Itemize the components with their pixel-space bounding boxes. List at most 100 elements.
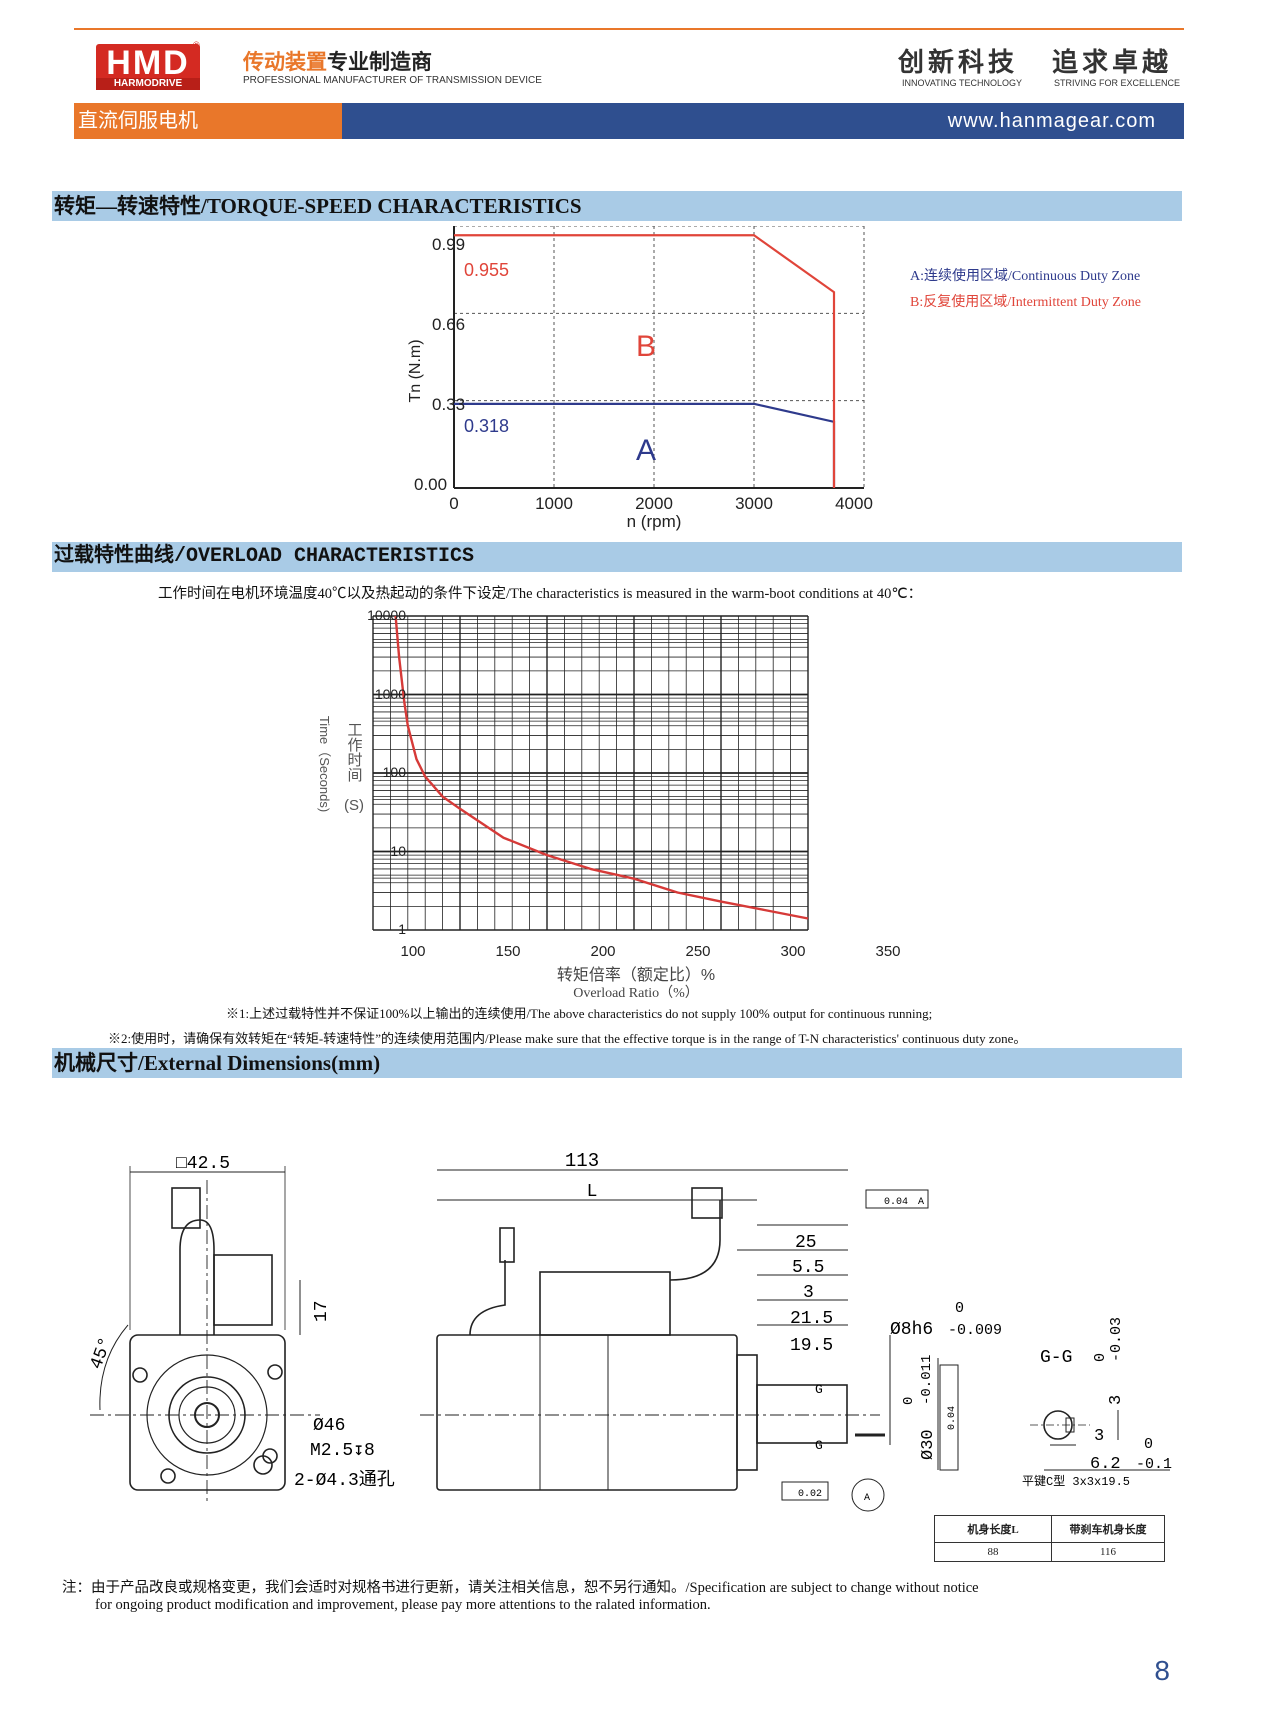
- overload-condition-note: 工作时间在电机环境温度40℃以及热起动的条件下设定/The characteri…: [158, 586, 923, 602]
- dim-19-5: 19.5: [790, 1336, 833, 1356]
- torque-speed-chart: 0.99 0.66 0.33 0.00 0 1000 2000 3000 400…: [407, 226, 1141, 531]
- zone-a-label: A: [636, 434, 656, 467]
- x-tick-label: 100: [400, 943, 425, 960]
- table-header-brake-length: 带刹车机身长度: [1051, 1515, 1165, 1543]
- zone-b-label: B: [636, 330, 656, 363]
- page-number: 8: [1154, 1655, 1170, 1686]
- y-tick-label: 0.00: [414, 475, 447, 494]
- y-tick-label: 100: [383, 764, 407, 780]
- key-width-tol-lower: -0.03: [1108, 1317, 1125, 1362]
- disclaimer-line-1: 注：由于产品改良或规格变更，我们会适时对规格书进行更新，请关注相关信息，恕不另行…: [62, 1580, 979, 1596]
- key-note: 平键C型 3x3x19.5: [1022, 1474, 1130, 1489]
- legend-intermittent: B:反复使用区域/Intermittent Duty Zone: [910, 293, 1141, 310]
- x-tick-label: 350: [875, 943, 900, 960]
- dim-shaft-tol-upper: 0: [955, 1300, 964, 1317]
- y-axis-label-en: Time（Seconds): [317, 716, 332, 812]
- y-tick-label: 0.33: [432, 395, 465, 414]
- section-mark-top: G: [815, 1382, 823, 1397]
- dim-shaft-dia: Ø8h6: [890, 1320, 933, 1340]
- zone-b-value-label: 0.955: [464, 260, 509, 280]
- datum-a-circle: A: [864, 1493, 870, 1504]
- table-value-brake-length: 116: [1051, 1542, 1165, 1562]
- runout-tolerance: 0.02: [798, 1489, 822, 1500]
- dim-5-5: 5.5: [792, 1258, 824, 1278]
- x-axis-label: n (rpm): [627, 512, 682, 531]
- website-link[interactable]: www.hanmagear.com: [947, 110, 1156, 132]
- section-header-overload: 过载特性曲线/OVERLOAD CHARACTERISTICS: [52, 542, 1182, 572]
- section-header-dimensions: 机械尺寸/External Dimensions(mm): [52, 1048, 1182, 1078]
- y-tick-label: 0.66: [432, 315, 465, 334]
- perp-tolerance: 0.04: [884, 1197, 908, 1208]
- section-title-overload: 过载特性曲线/OVERLOAD CHARACTERISTICS: [54, 545, 475, 568]
- y-tick-label: 1: [398, 921, 406, 937]
- key-width: 3: [1107, 1395, 1126, 1405]
- registered-mark: ®: [193, 40, 200, 50]
- overload-note-2: ※2:使用时，请确保有效转矩在“转矩-转速特性”的连续使用范围内/Please …: [108, 1031, 1027, 1046]
- overload-curve: [394, 615, 809, 920]
- section-g-g: [1030, 1410, 1170, 1471]
- dim-pilot-dia: Ø30: [919, 1429, 938, 1460]
- x-tick-label: 1000: [535, 494, 573, 513]
- y-tick-label: 0.99: [432, 235, 465, 254]
- x-axis-label-cn: 转矩倍率（额定比）%: [557, 966, 715, 984]
- dim-3: 3: [803, 1283, 814, 1303]
- conc-tolerance: 0.04: [947, 1406, 958, 1430]
- y-tick-label: 1000: [375, 686, 406, 702]
- datum-label: A: [918, 1197, 924, 1208]
- shaft-depth: 6.2: [1090, 1455, 1121, 1474]
- slogan-innovating: 创新科技: [898, 48, 1019, 78]
- disclaimer-line-2: for ongoing product modification and imp…: [95, 1597, 711, 1613]
- dim-dia46: Ø46: [313, 1416, 345, 1436]
- dim-holes: 2-Ø4.3通孔: [294, 1469, 395, 1491]
- category-label: 直流伺服电机: [78, 110, 198, 132]
- length-table: 机身长度L 带刹车机身长度 88 116: [934, 1515, 1165, 1562]
- x-tick-label: 200: [590, 943, 615, 960]
- series-intermittent-line: [454, 234, 836, 488]
- slogan-striving: 追求卓越: [1052, 48, 1173, 78]
- category-band: 直流伺服电机: [74, 103, 342, 139]
- section-title: G-G: [1040, 1348, 1072, 1368]
- section-mark-bottom: G: [815, 1438, 823, 1453]
- dim-thread: M2.5↧8: [310, 1441, 375, 1461]
- section-header-torque: 转矩—转速特性/TORQUE-SPEED CHARACTERISTICS: [52, 191, 1182, 221]
- dim-overall: 113: [565, 1150, 599, 1172]
- x-axis-label-en: Overload Ratio（%）: [573, 985, 699, 1001]
- tagline-cn: 传动装置专业制造商: [243, 51, 432, 74]
- x-tick-label: 250: [685, 943, 710, 960]
- top-rule: [74, 28, 1184, 30]
- shaft-depth-tol-lower: -0.1: [1136, 1456, 1172, 1473]
- dimension-drawing: □42.5 45° 17 Ø46 M2.5↧8 2-Ø4.3通孔 113 L 2…: [87, 1150, 1172, 1512]
- y-axis-label-cn: 工作时间: [346, 722, 363, 783]
- dim-25: 25: [795, 1233, 817, 1253]
- x-tick-label: 150: [495, 943, 520, 960]
- table-header-length: 机身长度L: [934, 1515, 1052, 1543]
- dim-21-5: 21.5: [790, 1309, 833, 1329]
- x-tick-label: 0: [449, 494, 458, 513]
- y-tick-label: 10000: [367, 607, 406, 623]
- website-band: www.hanmagear.com: [342, 103, 1184, 139]
- overload-note-1: ※1:上述过载特性并不保证100%以上输出的连续使用/The above cha…: [226, 1006, 933, 1021]
- dim-pilot-tol-upper: 0: [901, 1397, 917, 1405]
- logo-subtext: HARMODRIVE: [96, 78, 200, 90]
- x-tick-label: 2000: [635, 494, 673, 513]
- tagline-en: PROFESSIONAL MANUFACTURER OF TRANSMISSIO…: [243, 75, 542, 86]
- y-axis-label: Tn (N.m): [407, 339, 424, 402]
- front-view: [90, 1166, 320, 1505]
- section-title-torque: 转矩—转速特性/TORQUE-SPEED CHARACTERISTICS: [54, 194, 582, 218]
- slogan-striving-en: STRIVING FOR EXCELLENCE: [1054, 78, 1181, 88]
- dim-pilot-tol-lower: -0.011: [919, 1355, 935, 1405]
- slogan-innovating-en: INNOVATING TECHNOLOGY: [902, 78, 1023, 88]
- dim-17: 17: [312, 1300, 332, 1322]
- section-title-dimensions: 机械尺寸/External Dimensions(mm): [54, 1051, 381, 1075]
- dim-body-length: L: [587, 1182, 598, 1202]
- dim-shaft-tol-lower: -0.009: [948, 1322, 1002, 1339]
- zone-a-value-label: 0.318: [464, 416, 509, 436]
- y-tick-label: 10: [390, 843, 406, 859]
- x-tick-label: 3000: [735, 494, 773, 513]
- key-width-tol-upper: 0: [1092, 1353, 1109, 1362]
- x-tick-label: 4000: [835, 494, 873, 513]
- dim-square: □42.5: [176, 1154, 230, 1174]
- overload-chart: 10000 1000 100 10 1 100 150 200 250 300 …: [317, 607, 901, 1001]
- logo-text: HMD: [106, 44, 190, 82]
- legend-continuous: A:连续使用区域/Continuous Duty Zone: [910, 267, 1140, 284]
